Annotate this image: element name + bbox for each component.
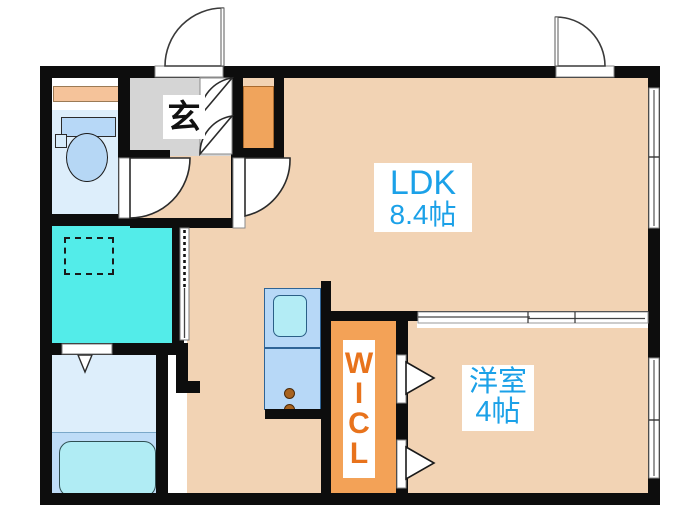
wall-utility-right [172,226,184,348]
wall-wic-left [321,311,331,505]
wall-genkan-right [231,78,243,156]
kitchen-sink-basin [273,295,307,337]
label-wic-w: W [344,347,374,380]
toilet-flush-lever [55,134,67,148]
label-wic-l: L [349,437,369,470]
wall-bedroom-top [406,311,660,321]
wall-hall-bottom [130,218,243,228]
stove-burner-top [284,388,295,399]
bathtub-fixture [59,441,156,497]
wall-shelf-fixture [53,86,127,102]
label-ldk-line2: 8.4帖 [389,198,457,230]
wall-left [40,66,52,505]
label-wic-i: I [354,377,364,410]
wall-bottom [40,493,660,505]
wall-bedroom-left [396,311,408,505]
room-utility [52,226,184,348]
label-genkan-text: 玄 [167,97,201,137]
wall-toilet-bottom [40,214,130,226]
wall-wic-top [321,311,411,321]
label-bedroom: 洋室 4帖 [462,365,534,431]
wall-toilet-right [118,78,130,218]
toilet-bowl-fixture [66,133,108,182]
label-bedroom-line2: 4帖 [475,396,521,428]
label-bedroom-line1: 洋室 [468,366,527,399]
overhead-storage-fixture [64,237,114,275]
label-ldk-line1: LDK [389,163,457,202]
wall-washroom-jog2 [176,343,188,393]
wall-right [648,66,660,505]
washbasin-fixture [52,355,168,433]
kitchen-stove-fixture [264,348,321,410]
wall-top-left [40,66,660,78]
wall-shoebox-right [274,78,284,156]
label-wic-c: C [348,407,370,440]
label-wic: W I C L [343,340,375,478]
wall-shoebox-bottom [231,148,284,158]
label-ldk: LDK 8.4帖 [374,163,472,232]
wall-kitchen-bottom [265,409,331,419]
wall-genkan-bottom [130,150,170,160]
room-bedroom [408,328,660,504]
shoe-cabinet-fixture [243,86,274,154]
wall-ldk-lower-left [176,381,200,393]
wall-washroom-right [156,355,168,505]
label-genkan: 玄 [163,95,205,139]
